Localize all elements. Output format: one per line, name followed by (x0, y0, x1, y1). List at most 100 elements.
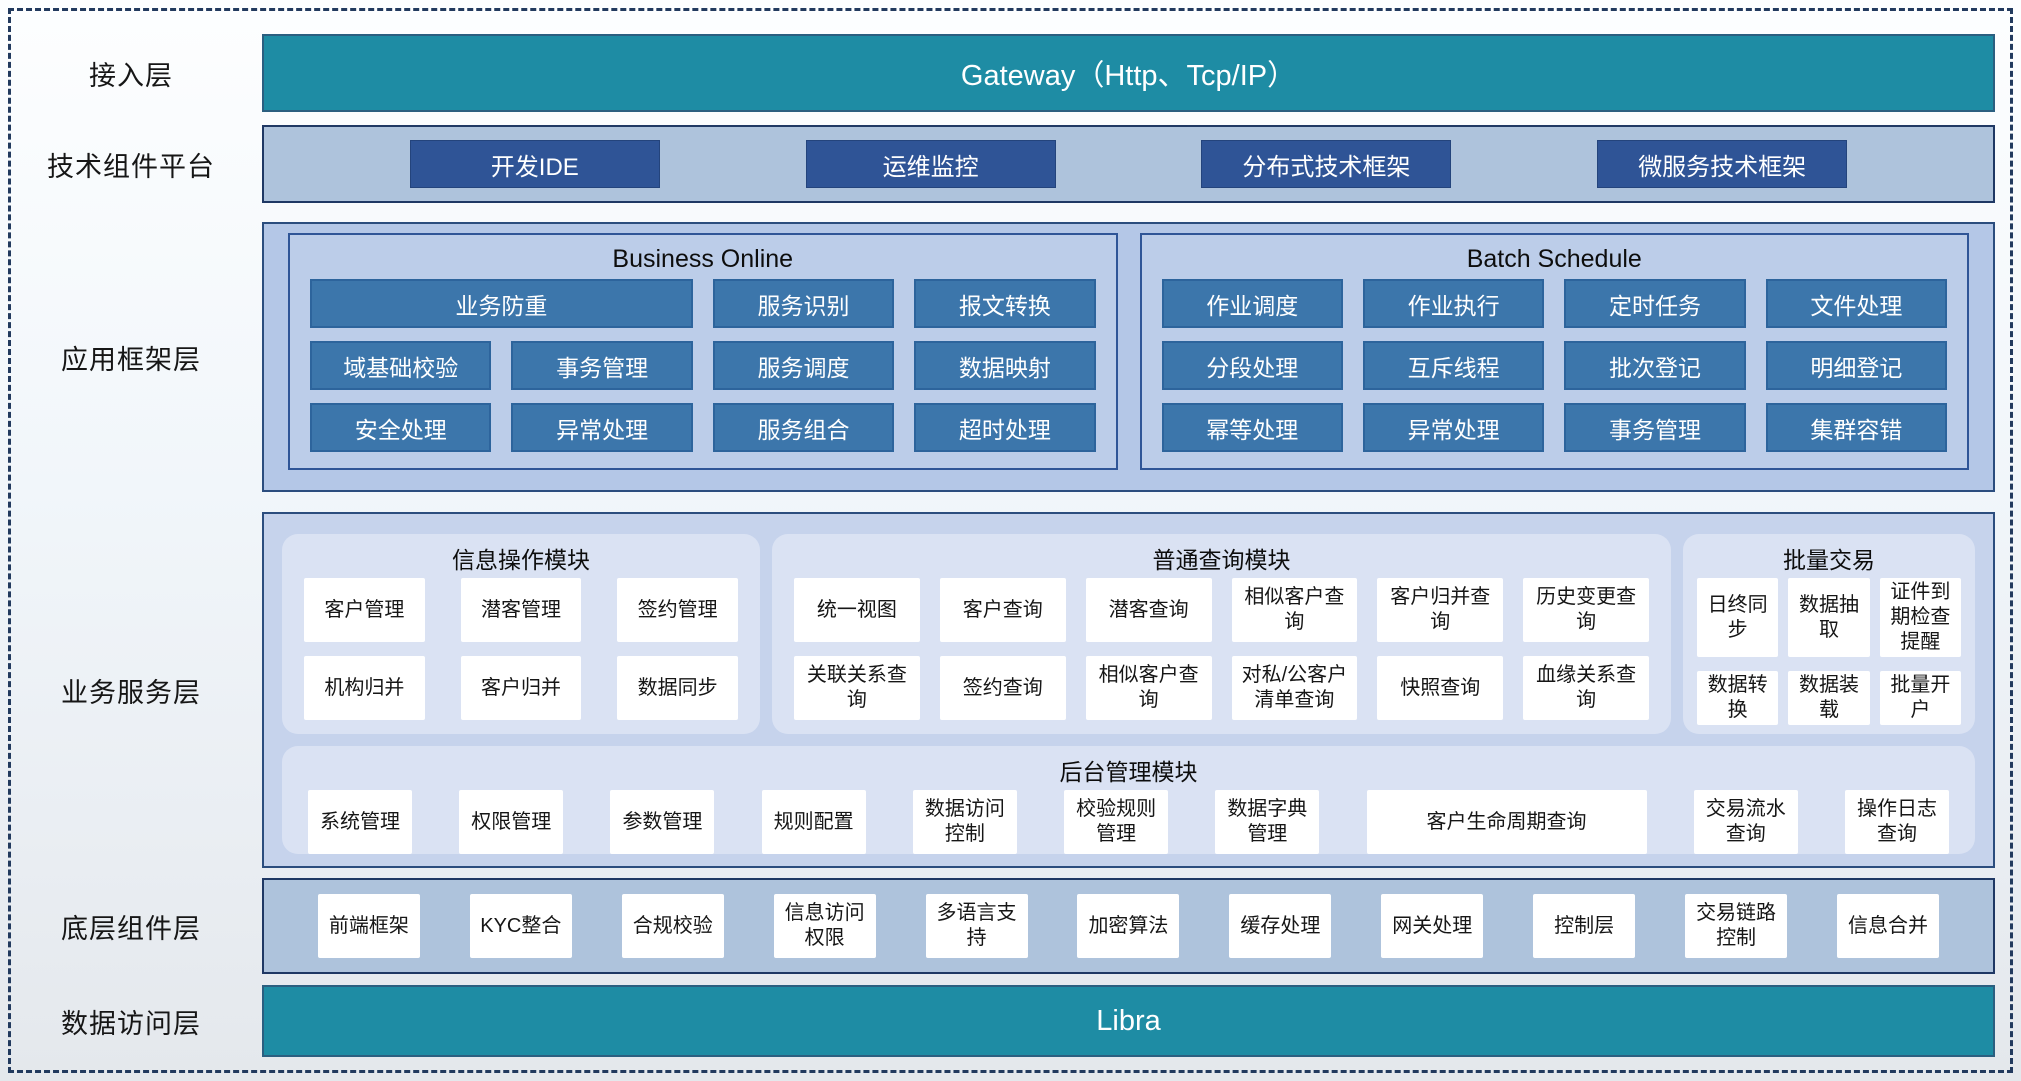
business-online-item: 域基础校验 (310, 341, 492, 390)
general-query-item: 相似客户查询 (1085, 656, 1212, 720)
libra-bar: Libra (262, 985, 1995, 1057)
batch-schedule-title: Batch Schedule (1466, 245, 1642, 273)
layer-label-data-access: 数据访问层 (61, 1008, 201, 1039)
business-online-panel: Business Online 业务防重服务识别报文转换域基础校验事务管理服务调… (288, 233, 1118, 470)
info-operation-item: 客户归并 (460, 656, 582, 720)
base-component-item: 合规校验 (621, 894, 724, 958)
batch-schedule-item: 互斥线程 (1362, 341, 1545, 390)
admin-management-item: 参数管理 (610, 790, 715, 854)
admin-management-item: 系统管理 (308, 790, 412, 854)
admin-management-item: 数据字典管理 (1215, 790, 1320, 854)
batch-schedule-item: 明细登记 (1765, 341, 1947, 390)
general-query-grid: 统一视图客户查询潜客查询相似客户查询客户归并查询历史变更查询关联关系查询签约查询… (794, 578, 1649, 720)
batch-transaction-grid: 日终同步数据抽取证件到期检查提醒数据转换数据装载批量开户 (1697, 578, 1961, 725)
base-component-item: 信息访问权限 (773, 894, 876, 958)
business-online-item: 服务识别 (712, 279, 895, 328)
info-operation-item: 潜客管理 (460, 578, 582, 642)
tech-platform-item: 开发IDE (409, 140, 660, 188)
batch-schedule-item: 作业调度 (1161, 279, 1343, 328)
business-online-item: 报文转换 (914, 279, 1096, 328)
base-component-item: 网关处理 (1381, 894, 1484, 958)
admin-management-item: 权限管理 (459, 790, 564, 854)
general-query-item: 客户归并查询 (1377, 578, 1504, 642)
batch-schedule-item: 文件处理 (1765, 279, 1947, 328)
business-service-top-row: 信息操作模块 客户管理潜客管理签约管理机构归并客户归并数据同步 普通查询模块 统… (282, 534, 1975, 734)
layer-label-base-components: 底层组件层 (61, 913, 201, 944)
business-online-item: 业务防重 (310, 279, 693, 328)
base-component-item: 控制层 (1533, 894, 1636, 958)
base-component-item: 信息合并 (1836, 894, 1939, 958)
business-online-item: 异常处理 (511, 403, 693, 452)
batch-transaction-item: 批量开户 (1879, 671, 1961, 725)
tech-platform-container: 开发IDE 运维监控 分布式技术框架 微服务技术框架 (262, 125, 1995, 203)
business-service-container: 信息操作模块 客户管理潜客管理签约管理机构归并客户归并数据同步 普通查询模块 统… (262, 512, 1995, 868)
batch-schedule-item: 定时任务 (1564, 279, 1746, 328)
tech-platform-item: 微服务技术框架 (1597, 140, 1848, 188)
base-component-item: 缓存处理 (1229, 894, 1332, 958)
admin-management-row: 系统管理权限管理参数管理规则配置数据访问控制校验规则管理数据字典管理客户生命周期… (304, 790, 1953, 856)
libra-bar-label: Libra (1096, 1004, 1161, 1037)
batch-transaction-item: 日终同步 (1697, 578, 1779, 657)
info-operation-item: 数据同步 (617, 656, 738, 720)
business-online-title: Business Online (612, 245, 794, 273)
batch-schedule-item: 事务管理 (1564, 403, 1746, 452)
general-query-title: 普通查询模块 (1152, 547, 1291, 573)
gateway-bar-label: Gateway（Http、Tcp/IP） (960, 60, 1297, 92)
base-component-item: 多语言支持 (925, 894, 1028, 958)
general-query-item: 客户查询 (939, 578, 1066, 642)
batch-schedule-item: 幂等处理 (1161, 403, 1343, 452)
general-query-module: 普通查询模块 统一视图客户查询潜客查询相似客户查询客户归并查询历史变更查询关联关… (772, 534, 1671, 734)
layer-label-tech-platform: 技术组件平台 (47, 151, 215, 182)
layer-label-business-service: 业务服务层 (61, 677, 201, 708)
batch-transaction-item: 数据装载 (1788, 671, 1870, 725)
batch-schedule-item: 分段处理 (1161, 341, 1343, 390)
business-online-item: 服务调度 (712, 341, 895, 390)
admin-management-item: 数据访问控制 (912, 790, 1017, 854)
admin-management-item: 交易流水查询 (1693, 790, 1798, 854)
batch-transaction-module: 批量交易 日终同步数据抽取证件到期检查提醒数据转换数据装载批量开户 (1683, 534, 1975, 734)
info-operation-item: 机构归并 (304, 656, 425, 720)
general-query-item: 历史变更查询 (1523, 578, 1649, 642)
general-query-item: 对私/公客户清单查询 (1231, 656, 1358, 720)
admin-management-title: 后台管理模块 (1059, 759, 1198, 785)
general-query-item: 关联关系查询 (794, 656, 920, 720)
general-query-item: 快照查询 (1377, 656, 1504, 720)
admin-management-item: 规则配置 (761, 790, 866, 854)
business-online-item: 安全处理 (310, 403, 492, 452)
tech-platform-item: 分布式技术框架 (1201, 140, 1452, 188)
info-operation-grid: 客户管理潜客管理签约管理机构归并客户归并数据同步 (304, 578, 738, 720)
batch-transaction-item: 数据转换 (1697, 671, 1779, 725)
admin-management-item: 操作日志查询 (1844, 790, 1949, 854)
business-online-item: 服务组合 (712, 403, 895, 452)
general-query-item: 相似客户查询 (1231, 578, 1358, 642)
business-online-grid: 业务防重服务识别报文转换域基础校验事务管理服务调度数据映射安全处理异常处理服务组… (310, 279, 1096, 452)
batch-transaction-item: 证件到期检查提醒 (1879, 578, 1961, 657)
business-online-item: 事务管理 (511, 341, 693, 390)
general-query-item: 血缘关系查询 (1523, 656, 1649, 720)
info-operation-module: 信息操作模块 客户管理潜客管理签约管理机构归并客户归并数据同步 (282, 534, 760, 734)
batch-schedule-item: 集群容错 (1765, 403, 1947, 452)
batch-transaction-title: 批量交易 (1783, 547, 1875, 573)
batch-schedule-item: 批次登记 (1564, 341, 1746, 390)
info-operation-item: 客户管理 (304, 578, 425, 642)
admin-management-item: 校验规则管理 (1064, 790, 1169, 854)
admin-management-module: 后台管理模块 系统管理权限管理参数管理规则配置数据访问控制校验规则管理数据字典管… (282, 746, 1975, 854)
base-component-item: 前端框架 (317, 894, 420, 958)
layer-label-app-framework: 应用框架层 (61, 344, 201, 375)
batch-schedule-panel: Batch Schedule 作业调度作业执行定时任务文件处理分段处理互斥线程批… (1139, 233, 1969, 470)
tech-platform-item: 运维监控 (805, 140, 1056, 188)
app-framework-container: Business Online 业务防重服务识别报文转换域基础校验事务管理服务调… (262, 222, 1995, 492)
info-operation-title: 信息操作模块 (452, 547, 590, 573)
general-query-item: 潜客查询 (1085, 578, 1212, 642)
base-component-item: 加密算法 (1077, 894, 1180, 958)
general-query-item: 统一视图 (794, 578, 920, 642)
batch-schedule-item: 作业执行 (1362, 279, 1545, 328)
admin-management-item: 客户生命周期查询 (1366, 790, 1647, 854)
batch-transaction-item: 数据抽取 (1788, 578, 1870, 657)
general-query-item: 签约查询 (939, 656, 1066, 720)
business-online-item: 超时处理 (914, 403, 1096, 452)
info-operation-item: 签约管理 (617, 578, 738, 642)
batch-schedule-item: 异常处理 (1362, 403, 1545, 452)
base-component-item: KYC整合 (469, 894, 572, 958)
